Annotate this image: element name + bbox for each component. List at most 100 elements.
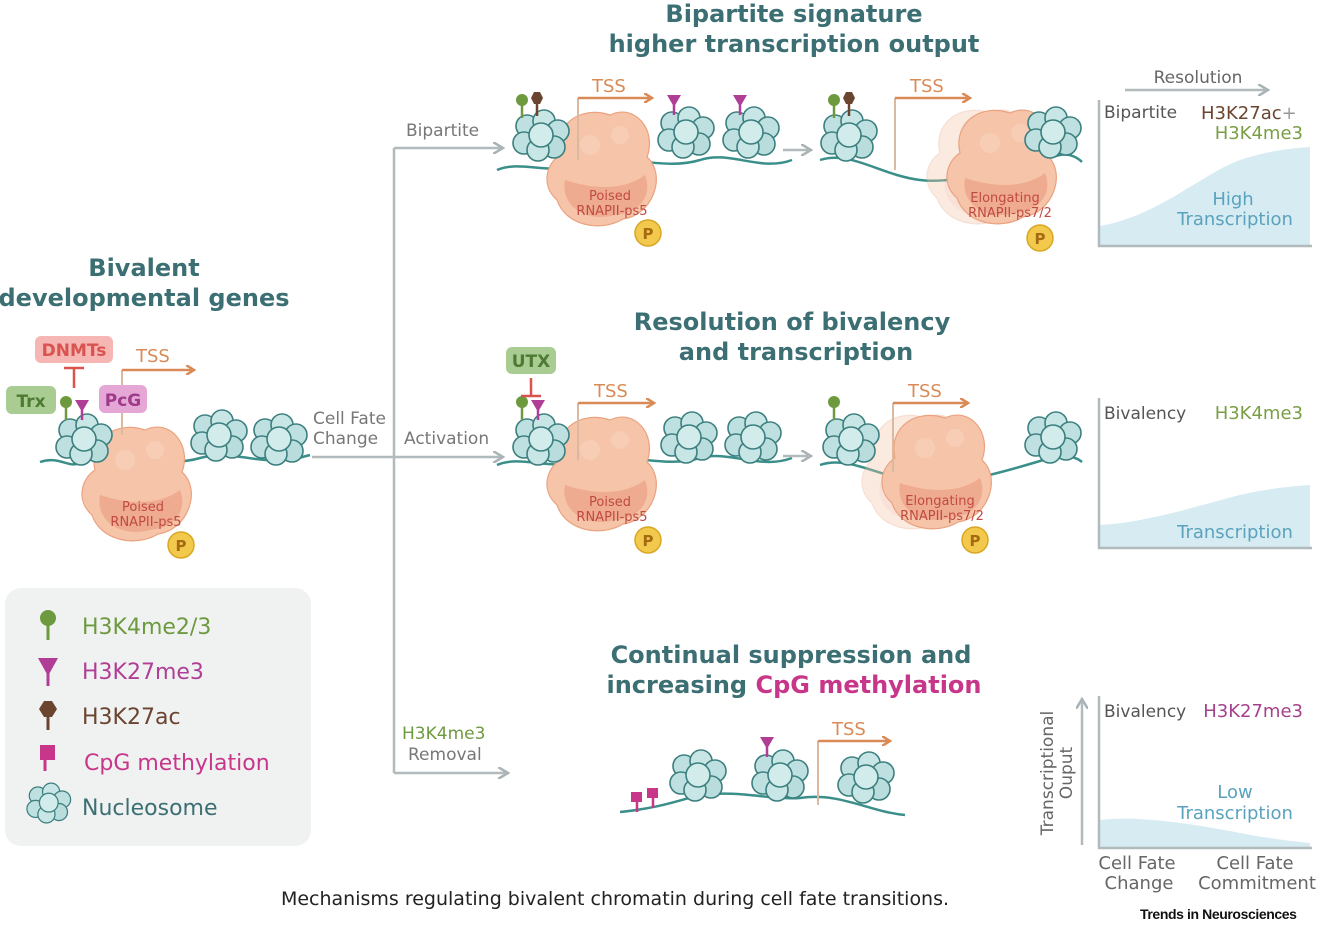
dnmts-label: DNMTs [42,341,107,361]
title-bivalent-line1: Bivalent [88,254,199,282]
h3k4-mark-mid-2 [826,394,842,422]
h3k4-mark-mid [514,394,530,422]
figure-caption: Mechanisms regulating bivalent chromatin… [280,888,950,910]
legend-label-h3k27me3: H3K27me3 [82,660,204,685]
x-label-right-line1: Cell Fate [1216,853,1293,874]
nucleosome-mid-5 [1024,411,1082,464]
square-flag-icon [40,745,55,771]
triangle-flag-icon [38,658,58,686]
branch-label-bipartite: Bipartite [406,121,479,141]
nucleosome-top-2 [657,106,715,159]
legend-box [5,588,311,846]
panel-bottom: Bivalency H3K27me3 Low Transcription [1097,696,1312,850]
rnapii-ps72-label-top: RNAPII-ps7/2 [968,206,1052,221]
panel-bottom-mark: H3K27me3 [1203,701,1303,722]
poised-label-left: Poised [122,500,164,515]
title-suppression-line2: increasing CpG methylation [606,671,981,699]
phospho-label-mid-2: P [970,532,981,550]
panel-middle-curve: Transcription [1176,522,1293,543]
branch-label-activation: Activation [404,429,489,449]
panel-top-mark2: H3K4me3 [1215,123,1303,144]
nucleosome-bot-3 [837,751,895,804]
legend-label-nucleosome: Nucleosome [82,796,218,821]
panel-middle-mark: H3K4me3 [1215,403,1303,424]
legend: H3K4me2/3 H3K27me3 H3K27ac CpG methylati… [5,588,311,846]
nucleosome-left-2 [190,409,248,462]
y-axis-label-line2: Ouput [1057,746,1077,799]
elongating-label-top: Elongating [970,191,1039,206]
phospho-label-top-2: P [1035,230,1046,248]
resolution-arrow: Resolution [1125,68,1265,90]
title-bipartite-line1: Bipartite signature [665,0,922,28]
nucleosome-bot-1 [669,749,727,802]
cell-fate-change-line2: Change [313,429,378,449]
nucleosome-bot-2 [751,749,809,802]
y-axis: Transcriptional Ouput [1038,702,1082,845]
tss-label-top-2: TSS [909,76,944,97]
rnapii-ps5-label-mid: RNAPII-ps5 [576,510,647,525]
trx-label: Trx [16,392,45,412]
utx-label: UTX [512,352,551,372]
legend-label-cpg: CpG methylation [84,751,270,776]
panel-bottom-curve-line1: Low [1217,782,1252,803]
branch-label-h3k4me3-line1: H3K4me3 [402,724,485,744]
branch-label-removal-line2: Removal [408,745,482,765]
tss-label-mid-1: TSS [593,381,628,402]
utx-badge [506,347,556,374]
cell-fate-branches [312,148,505,773]
x-label-right-line2: Commitment [1198,873,1316,894]
resolution-arrow-label: Resolution [1154,68,1243,88]
rnapii-ps5-label-top: RNAPII-ps5 [576,204,647,219]
elongating-label-mid: Elongating [905,494,974,509]
poised-label-mid: Poised [589,495,631,510]
x-label-left-line1: Cell Fate [1098,853,1175,874]
trx-badge [6,386,56,414]
pcg-label: PcG [105,391,142,411]
nucleosome-top-3 [722,106,780,159]
hexagon-icon [39,701,57,730]
title-resolution-line1: Resolution of bivalency [634,308,951,336]
tss-label-bot: TSS [831,719,866,740]
panel-top-mark1: H3K27ac+ [1201,103,1297,124]
poised-label-top: Poised [589,189,631,204]
title-resolution-line2: and transcription [679,338,913,366]
title-suppression-prefix: increasing [606,671,755,699]
title-bipartite-line2: higher transcription output [609,30,980,58]
nucleosome-mid-2 [660,411,718,464]
nucleosome-mid-1 [512,413,570,466]
nucleosome-top-4 [820,109,878,162]
title-bivalent-line2: developmental genes [0,284,290,312]
rnapii-ps72-label-mid: RNAPII-ps7/2 [900,509,984,524]
title-suppression-line1: Continual suppression and [611,641,972,669]
rnapii-ps5-label-left: RNAPII-ps5 [110,515,181,530]
nucleosome-left-1 [55,413,113,466]
x-label-left-line2: Change [1105,873,1174,894]
suppression-row: TSS [619,719,906,817]
legend-label-h3k27ac: H3K27ac [82,705,181,730]
tss-label-mid-2: TSS [907,381,942,402]
nucleosome-mid-3 [724,411,782,464]
dnmts-badge [35,336,113,363]
title-suppression-highlight: CpG methylation [755,671,981,699]
panel-top-curve-line1: High [1212,189,1253,210]
panel-middle: Bivalency H3K4me3 Transcription [1097,398,1312,550]
nucleosome-mid-4 [822,413,880,466]
journal-brand: Trends in Neurosciences [1140,906,1297,922]
panel-top-label: Bipartite [1104,103,1177,123]
phospho-label-top-1: P [643,225,654,243]
phospho-label-left: P [176,537,187,555]
panel-top-curve-line2: Transcription [1176,209,1293,230]
nucleosome-left-3 [250,413,308,466]
panel-bottom-curve-line2: Transcription [1176,803,1293,824]
y-axis-label-line1: Transcriptional [1038,711,1058,836]
panel-bottom-label: Bivalency [1104,702,1186,722]
h3k4-mark-top-2 [826,92,842,120]
nucleosome-top-5 [1024,106,1082,159]
tss-label-left: TSS [135,346,170,367]
tss-label-top-1: TSS [591,76,626,97]
phospho-label-mid-1: P [643,532,654,550]
cell-fate-change-line1: Cell Fate [313,409,386,429]
panel-top-h3k27ac: H3K27ac [1201,103,1282,124]
bipartite-row: TSS Poised RNAPII-ps5 P TSS Elongating R… [496,76,1083,252]
